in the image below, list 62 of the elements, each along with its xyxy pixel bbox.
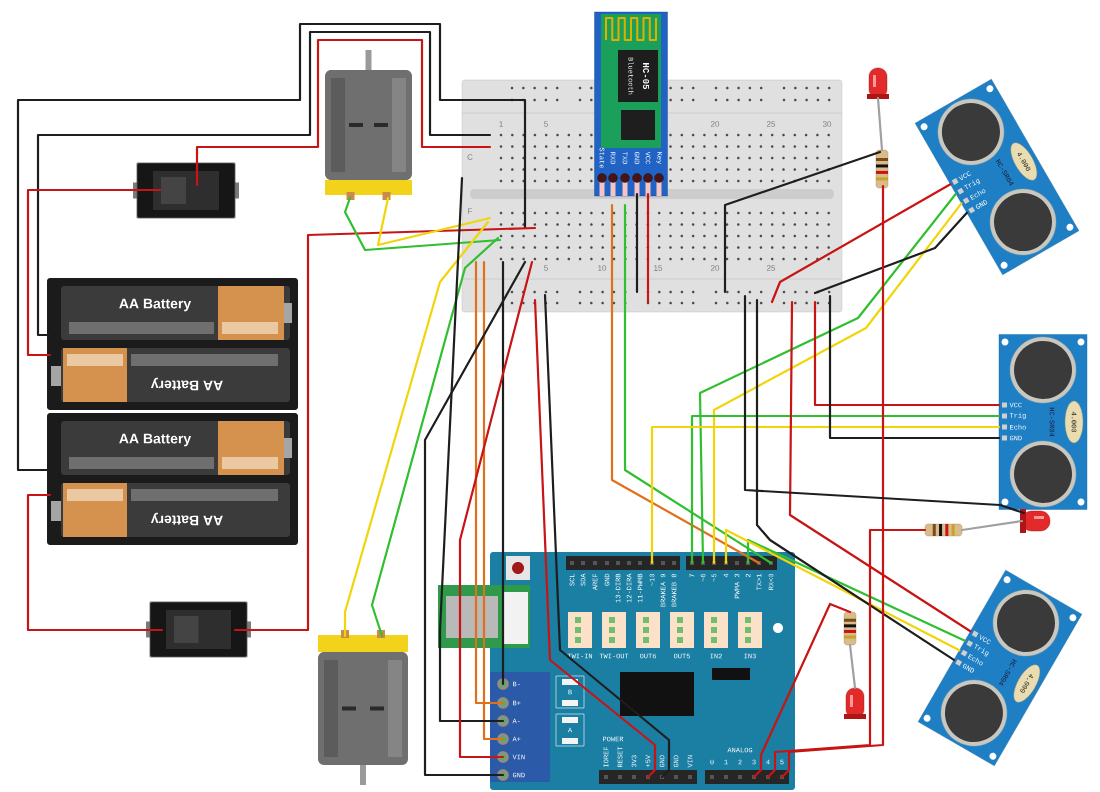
wire [16,22,527,472]
wire [482,260,505,741]
wire [848,643,857,690]
breadboard-label: 15 [654,265,663,271]
led [867,67,889,99]
wire [474,260,505,705]
led [1020,509,1051,533]
wire [26,188,162,357]
battery-label: AA Battery [119,298,192,312]
wire [690,414,1001,565]
breadboard-label: 25 [766,121,776,127]
dc-motor-drawing [318,630,408,785]
module-label: HC-05 [642,63,650,90]
wire [423,260,527,777]
breadboard-label: 25 [766,265,776,271]
breadboard-label: 30 [822,121,832,127]
wire [343,196,502,252]
rocker-switch [146,601,251,658]
resistor [875,149,889,189]
battery-label: AA Battery [150,512,223,526]
wire [376,196,492,247]
wire [770,183,952,304]
breadboard-label: 1 [499,121,503,127]
wire [370,236,500,638]
breadboard-label: 10 [598,265,607,271]
wire [36,30,492,337]
wire [233,226,537,632]
breadboard-label: 5 [544,265,548,271]
resistor [924,523,963,537]
breadboard-label: C [467,154,473,160]
led [844,687,866,719]
wire [813,300,1001,407]
wire [343,220,490,638]
wire [960,519,1024,532]
resistor [843,611,857,646]
wire [724,528,961,652]
wire [458,260,534,759]
wire [743,294,1026,515]
battery-label: AA Battery [119,433,192,447]
wire [788,300,972,633]
wire [755,298,955,661]
wire [828,294,1001,440]
breadboard-label: 20 [710,265,720,271]
wire [635,192,639,294]
wire [766,528,927,779]
wire [623,203,773,565]
wire [813,211,968,295]
wire [723,150,882,294]
wire [650,425,1001,565]
breadboard-label: 20 [710,121,720,127]
wire [646,192,650,304]
wire [746,538,966,642]
wire [438,176,505,723]
battery-label: AA Battery [150,377,223,391]
wire [876,96,884,152]
wire [26,493,164,632]
wire [610,203,761,565]
wire [780,184,885,779]
rocker-switch [133,162,239,219]
breadboard-label: F [468,208,473,214]
breadboard-label: 5 [544,121,548,127]
dc-motor-drawing [325,50,412,200]
